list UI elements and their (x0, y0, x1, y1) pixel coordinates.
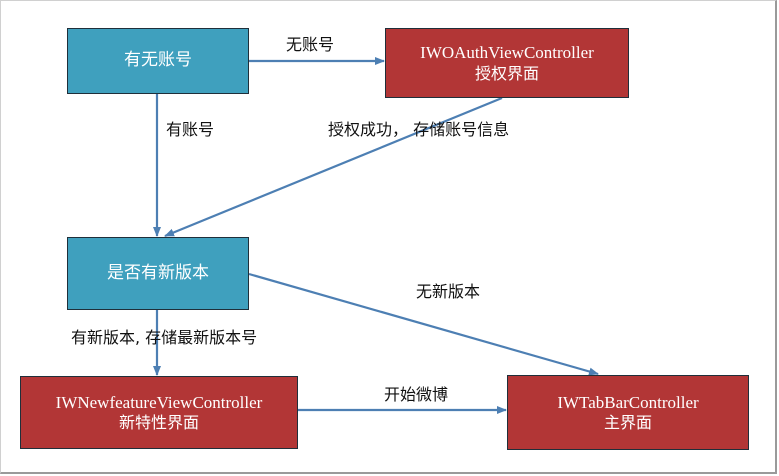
edge-label-has-new-version: 有新版本, 存储最新版本号 (71, 328, 258, 347)
new-version-node-label: 是否有新版本 (107, 262, 209, 283)
auth-view-node: IWOAuthViewController 授权界面 (385, 28, 629, 98)
auth-view-label: 授权界面 (474, 63, 539, 83)
tabbar-class-name: IWTabBarController (557, 392, 699, 412)
has-account-node: 有无账号 (67, 28, 249, 94)
edge-label-no-account: 无账号 (286, 35, 335, 54)
edge-label-start-weibo: 开始微博 (384, 385, 449, 404)
edge-label-has-account: 有账号 (166, 120, 215, 139)
new-version-node: 是否有新版本 (67, 237, 249, 310)
newfeature-view-class-name: IWNewfeatureViewController (55, 392, 263, 412)
newfeature-view-node: IWNewfeatureViewController 新特性界面 (20, 376, 298, 449)
auth-view-class-name: IWOAuthViewController (420, 43, 594, 63)
newfeature-view-label: 新特性界面 (118, 413, 199, 433)
has-account-node-label: 有无账号 (124, 50, 192, 71)
edge-label-auth-success: 授权成功， 存储账号信息 (328, 120, 510, 139)
arrow-auth-success (164, 96, 503, 238)
tabbar-label: 主界面 (603, 413, 652, 433)
arrow-no-new-version (248, 272, 599, 376)
edge-label-no-new-version: 无新版本 (416, 282, 481, 301)
tabbar-node: IWTabBarController 主界面 (507, 375, 749, 450)
